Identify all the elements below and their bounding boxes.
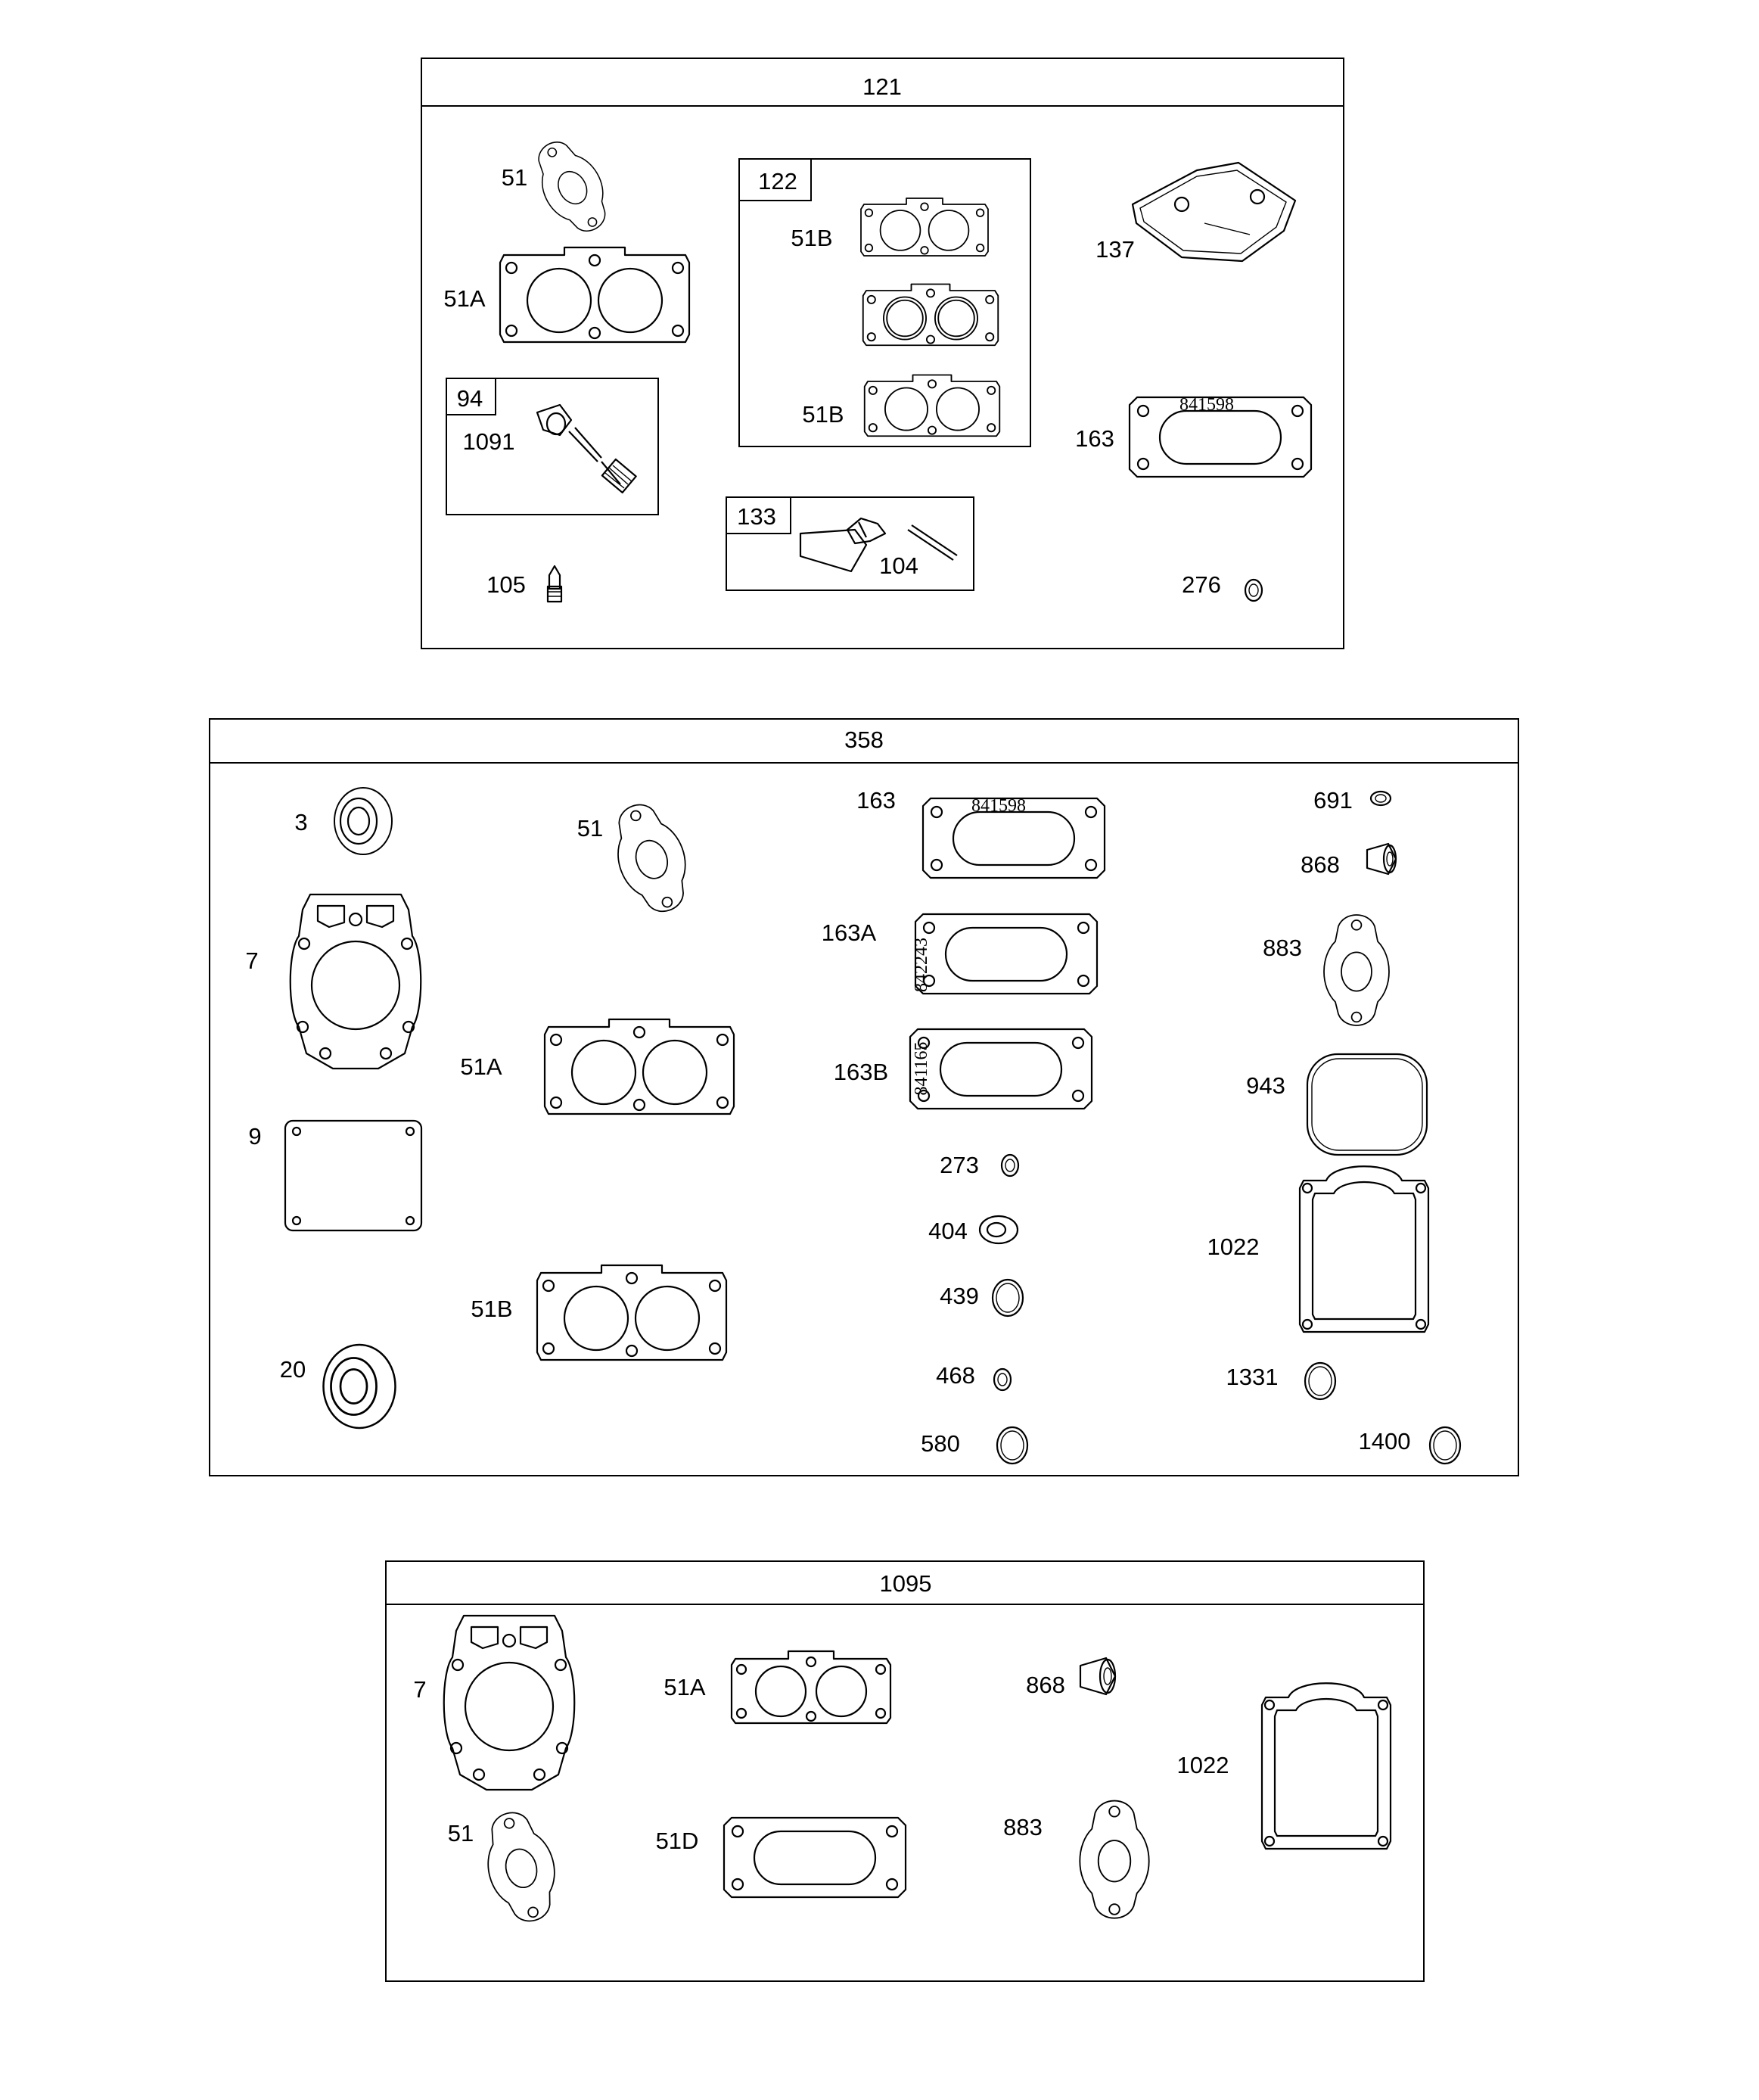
callout-137: 137: [1095, 236, 1135, 263]
callout-276: 276: [1182, 571, 1221, 598]
stamp-842243: 842243: [912, 938, 931, 992]
head-gasket-7-kit: [443, 1614, 576, 1791]
callout-163a: 163A: [822, 919, 877, 946]
section-121-frame: [421, 58, 1344, 649]
gasket-137: [1131, 161, 1297, 263]
section-1095: 1095 7 51A 868 1022 51 51D 883: [385, 1560, 1425, 1982]
section-358-frame: [209, 718, 1519, 1476]
gasket-51b-bottom: [863, 374, 1001, 437]
needle-105: [546, 565, 563, 603]
seal-20: [322, 1343, 396, 1430]
callout-580: 580: [921, 1430, 960, 1457]
gasket-51b-mid: [536, 1264, 728, 1361]
callout-163: 163: [1075, 425, 1114, 452]
section-358-title: 358: [844, 726, 884, 753]
callout-439: 439: [940, 1283, 979, 1309]
ring-691: [1369, 790, 1392, 807]
callout-51: 51: [502, 164, 527, 191]
gasket-883-kit: [1079, 1800, 1150, 1919]
callout-691: 691: [1313, 787, 1353, 814]
seal-868-kit: [1079, 1657, 1117, 1696]
stamp-841598-mid: 841598: [971, 796, 1026, 816]
subkit-94-frame: [446, 378, 659, 515]
ring-1400: [1428, 1426, 1462, 1465]
callout-404: 404: [928, 1218, 968, 1244]
callout-20: 20: [280, 1356, 306, 1383]
seal-868: [1366, 842, 1397, 876]
callout-51b-bottom: 51B: [802, 401, 844, 428]
callout-3: 3: [294, 809, 307, 835]
stamp-841165: 841165: [912, 1041, 931, 1095]
callout-883-kit: 883: [1003, 1814, 1043, 1840]
callout-868-kit: 868: [1026, 1672, 1065, 1698]
intake-gasket-51-mid: [601, 794, 701, 922]
ring-468: [993, 1367, 1012, 1392]
gasket-51b-top: [860, 198, 989, 257]
gasket-51a-mid: [543, 1018, 735, 1115]
gasket-943: [1306, 1053, 1428, 1156]
callout-51-kit: 51: [448, 1820, 474, 1846]
gasket-1022: [1298, 1165, 1430, 1333]
callout-1091: 1091: [463, 428, 515, 455]
callout-104: 104: [879, 552, 918, 579]
callout-7: 7: [245, 947, 258, 974]
section-1095-frame: [385, 1560, 1425, 1982]
gasket-1022-kit: [1260, 1682, 1392, 1850]
gasket-883: [1323, 914, 1390, 1026]
ring-1331: [1304, 1361, 1337, 1401]
callout-1022-kit: 1022: [1177, 1752, 1229, 1778]
section-358: 358 3 7 9 20 51 51A 51B 163 841598 163A …: [209, 718, 1519, 1476]
intake-gasket-51: [522, 129, 622, 244]
ring-580: [996, 1426, 1029, 1465]
subkit-94-title: 94: [457, 385, 483, 412]
callout-51a: 51A: [443, 285, 485, 312]
callout-868: 868: [1301, 851, 1340, 878]
stamp-841598: 841598: [1179, 395, 1234, 415]
ring-439: [991, 1278, 1024, 1318]
ring-276: [1244, 578, 1263, 602]
callout-883: 883: [1263, 935, 1302, 961]
callout-273: 273: [940, 1152, 979, 1178]
callout-51b-top: 51B: [791, 225, 832, 251]
carburetor-gasket-51a: [499, 246, 691, 344]
subkit-122-frame: [738, 158, 1031, 447]
section-121-title: 121: [862, 73, 902, 100]
callout-468: 468: [936, 1362, 975, 1389]
subkit-122-title: 122: [758, 168, 797, 194]
seal-404: [978, 1215, 1019, 1245]
fuel-valve-1091: [536, 403, 637, 493]
callout-51a-kit: 51A: [664, 1674, 705, 1700]
callout-105: 105: [486, 571, 526, 598]
subkit-133-frame: [726, 496, 974, 591]
callout-7-kit: 7: [413, 1676, 426, 1703]
callout-9: 9: [248, 1123, 261, 1150]
intake-gasket-51-kit: [474, 1804, 567, 1930]
subkit-133-title: 133: [737, 503, 776, 530]
head-gasket-7: [289, 893, 422, 1070]
callout-1022: 1022: [1207, 1234, 1260, 1260]
callout-163-mid: 163: [856, 787, 896, 814]
callout-51-mid: 51: [577, 815, 603, 842]
section-1095-title: 1095: [880, 1570, 932, 1597]
section-121: 121 51 51A 122 51B 51B 137 163: [421, 58, 1344, 649]
gasket-51d: [723, 1816, 907, 1899]
callout-943: 943: [1246, 1072, 1285, 1099]
gasket-163a: [914, 913, 1099, 995]
ring-273: [1000, 1153, 1020, 1178]
pin-104: [907, 529, 954, 561]
spacer-plate: [862, 283, 999, 347]
gasket-163b: [909, 1028, 1093, 1110]
seal-3: [333, 786, 393, 856]
callout-51d: 51D: [656, 1828, 699, 1854]
float-assembly: [799, 517, 887, 573]
callout-51a-mid: 51A: [460, 1053, 502, 1080]
gasket-9: [284, 1119, 423, 1232]
callout-163b: 163B: [834, 1059, 888, 1085]
callout-51b-mid: 51B: [471, 1296, 512, 1322]
callout-1331: 1331: [1226, 1364, 1279, 1390]
callout-1400: 1400: [1359, 1428, 1411, 1454]
gasket-51a-kit: [730, 1650, 892, 1725]
